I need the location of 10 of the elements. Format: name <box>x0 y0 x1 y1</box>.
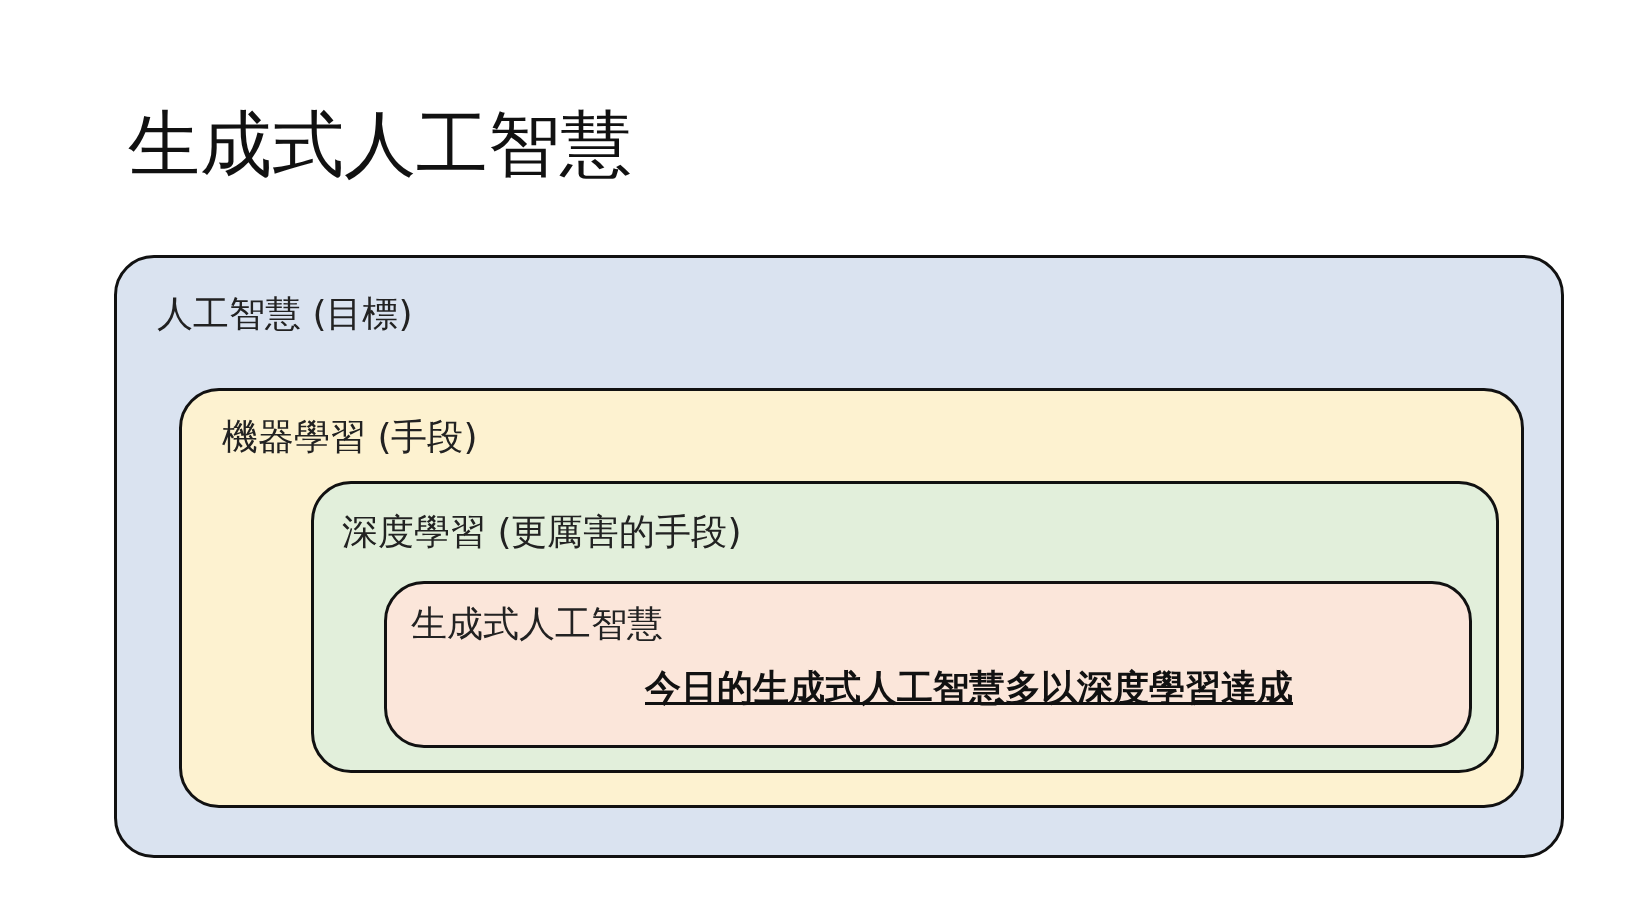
box-heading: 人工智慧 (目標) <box>157 294 413 334</box>
outer-box <box>114 255 1564 858</box>
box-heading: 機器學習 (手段) <box>222 417 478 457</box>
nested-box <box>179 388 1524 808</box>
inner-box <box>384 581 1472 748</box>
slide-title: 生成式人工智慧 <box>128 105 632 185</box>
box-heading: 深度學習 (更厲害的手段) <box>342 512 742 552</box>
box-heading: 生成式人工智慧 <box>411 604 663 644</box>
box-note: 今日的生成式人工智慧多以深度學習達成 <box>645 668 1293 708</box>
nested-box <box>311 481 1499 773</box>
